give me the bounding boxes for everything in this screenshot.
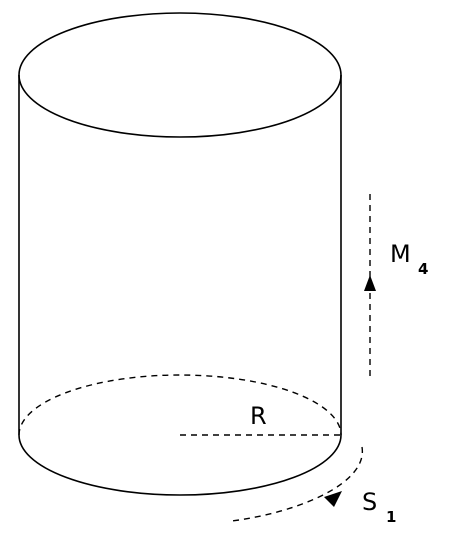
curved-path-label-subscript: 1: [386, 508, 396, 526]
curved-path-label: S: [362, 488, 377, 516]
curved-path-line: [231, 446, 363, 522]
radius-label: R: [250, 402, 267, 430]
curved-path-arrow: [324, 491, 342, 507]
vertical-path-label: M: [390, 240, 411, 268]
cylinder-top-ellipse: [18, 12, 342, 138]
vertical-path-label-subscript: 4: [418, 260, 428, 278]
vertical-path-arrow: [364, 275, 376, 291]
cylinder-bottom-front-arc: [18, 434, 342, 496]
cylinder-bottom-back-arc: [18, 374, 342, 436]
